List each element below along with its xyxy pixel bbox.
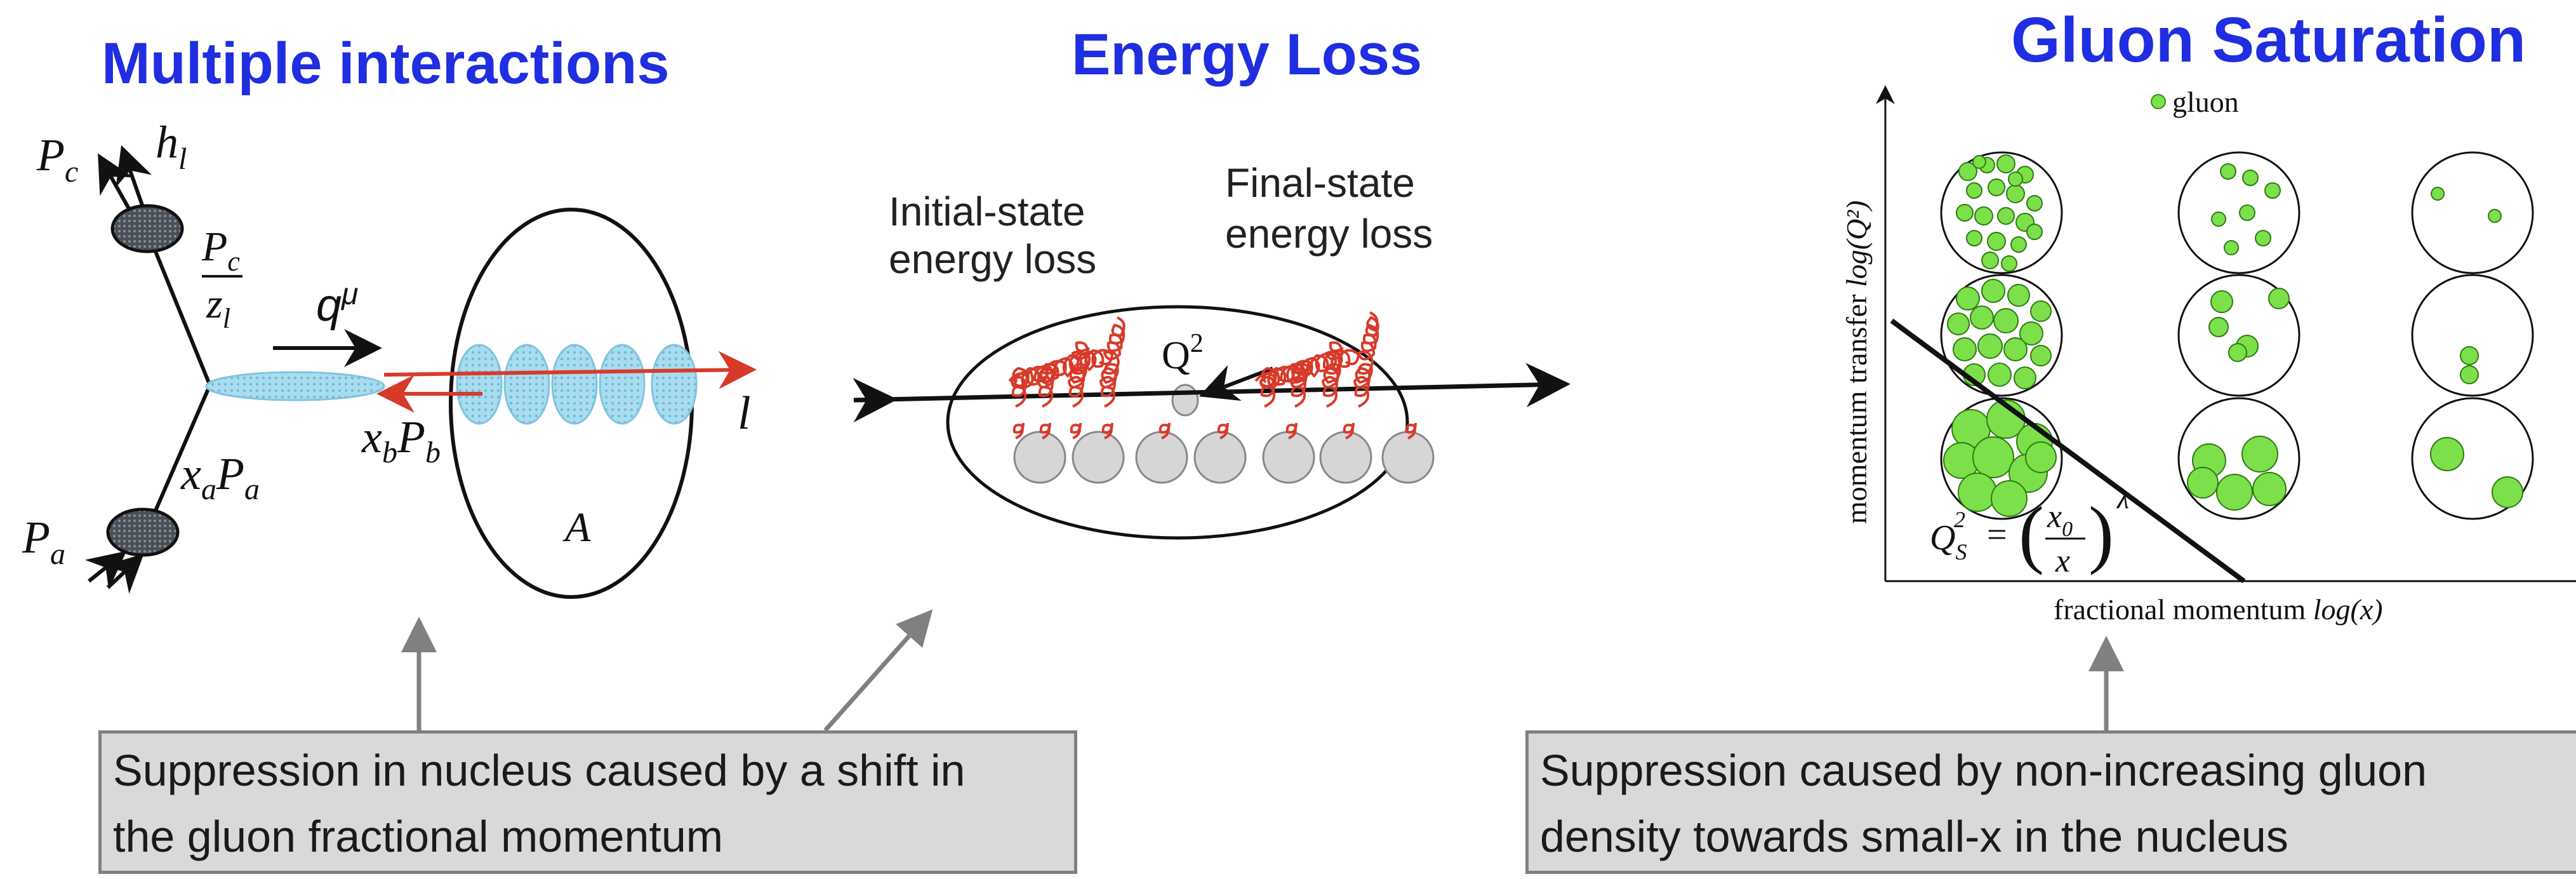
caption-left-line1: Suppression in nucleus caused by a shift… — [113, 746, 966, 795]
initial-state-label-2: energy loss — [889, 236, 1096, 282]
final-state-label-1: Final-state — [1225, 160, 1415, 206]
svg-text:xaPa: xaPa — [180, 448, 260, 506]
diagram-multiple-interactions: Pc hl Pc zl qμ xbPb xaPa Pa l A — [22, 117, 757, 599]
initial-state-label-1: Initial-state — [889, 189, 1085, 234]
svg-text:x: x — [2055, 543, 2070, 579]
nucleus-ellipse-2 — [946, 305, 1409, 540]
caption-right-line2: density towards small-x in the nucleus — [1540, 812, 2288, 861]
diagram-gluon-saturation: gluon — [1840, 85, 2576, 626]
svg-text:QS: QS — [1930, 518, 1967, 565]
svg-text:λ: λ — [2116, 483, 2129, 514]
hadron-blob-lower — [106, 507, 180, 557]
svg-text:=: = — [1987, 515, 2007, 554]
fragmentation-blob-upper — [110, 204, 184, 253]
svg-text:A: A — [562, 504, 591, 551]
svg-text:Pa: Pa — [22, 512, 65, 571]
svg-text:hl: hl — [156, 117, 187, 176]
exchanged-parton — [205, 371, 385, 401]
svg-text:qμ: qμ — [316, 278, 358, 331]
svg-text:Pc: Pc — [36, 130, 78, 189]
svg-text:zl: zl — [206, 281, 230, 334]
final-state-label-2: energy loss — [1225, 211, 1433, 257]
legend-gluon-label: gluon — [2172, 86, 2239, 118]
saturation-line — [1890, 318, 2246, 584]
caption-box-left: Suppression in nucleus caused by a shift… — [98, 730, 1077, 874]
title-energy-loss: Energy Loss — [1072, 22, 1423, 87]
gluon-radiation — [1008, 311, 1417, 440]
pointer-arrows — [401, 609, 2124, 732]
diagram-energy-loss: Initial-state energy loss Final-state en… — [853, 160, 1570, 540]
svg-text:Pc: Pc — [201, 224, 240, 277]
svg-text:2: 2 — [1954, 507, 1965, 532]
title-gluon-saturation: Gluon Saturation — [2011, 4, 2526, 76]
svg-text:): ) — [2088, 491, 2114, 575]
gluons-small-x — [1943, 154, 2057, 517]
saturation-scale-formula: QS 2 = ( x0 x ) λ — [1930, 483, 2129, 579]
q2-label: Q2 — [1162, 329, 1204, 377]
caption-right-line1: Suppression caused by non-increasing glu… — [1540, 746, 2427, 795]
svg-text:(: ( — [2019, 491, 2044, 575]
svg-text:xbPb: xbPb — [361, 412, 441, 469]
caption-box-right: Suppression caused by non-increasing glu… — [1525, 730, 2576, 874]
title-multiple-interactions: Multiple interactions — [102, 31, 670, 96]
svg-text:l: l — [738, 387, 751, 440]
y-axis-label: momentum transfer log(Q²) — [1840, 201, 1873, 524]
legend-gluon-swatch — [2151, 94, 2166, 109]
caption-left-line2: the gluon fractional momentum — [113, 812, 724, 861]
svg-text:x0: x0 — [2047, 499, 2073, 541]
x-axis-label: fractional momentum log(x) — [2054, 593, 2383, 626]
